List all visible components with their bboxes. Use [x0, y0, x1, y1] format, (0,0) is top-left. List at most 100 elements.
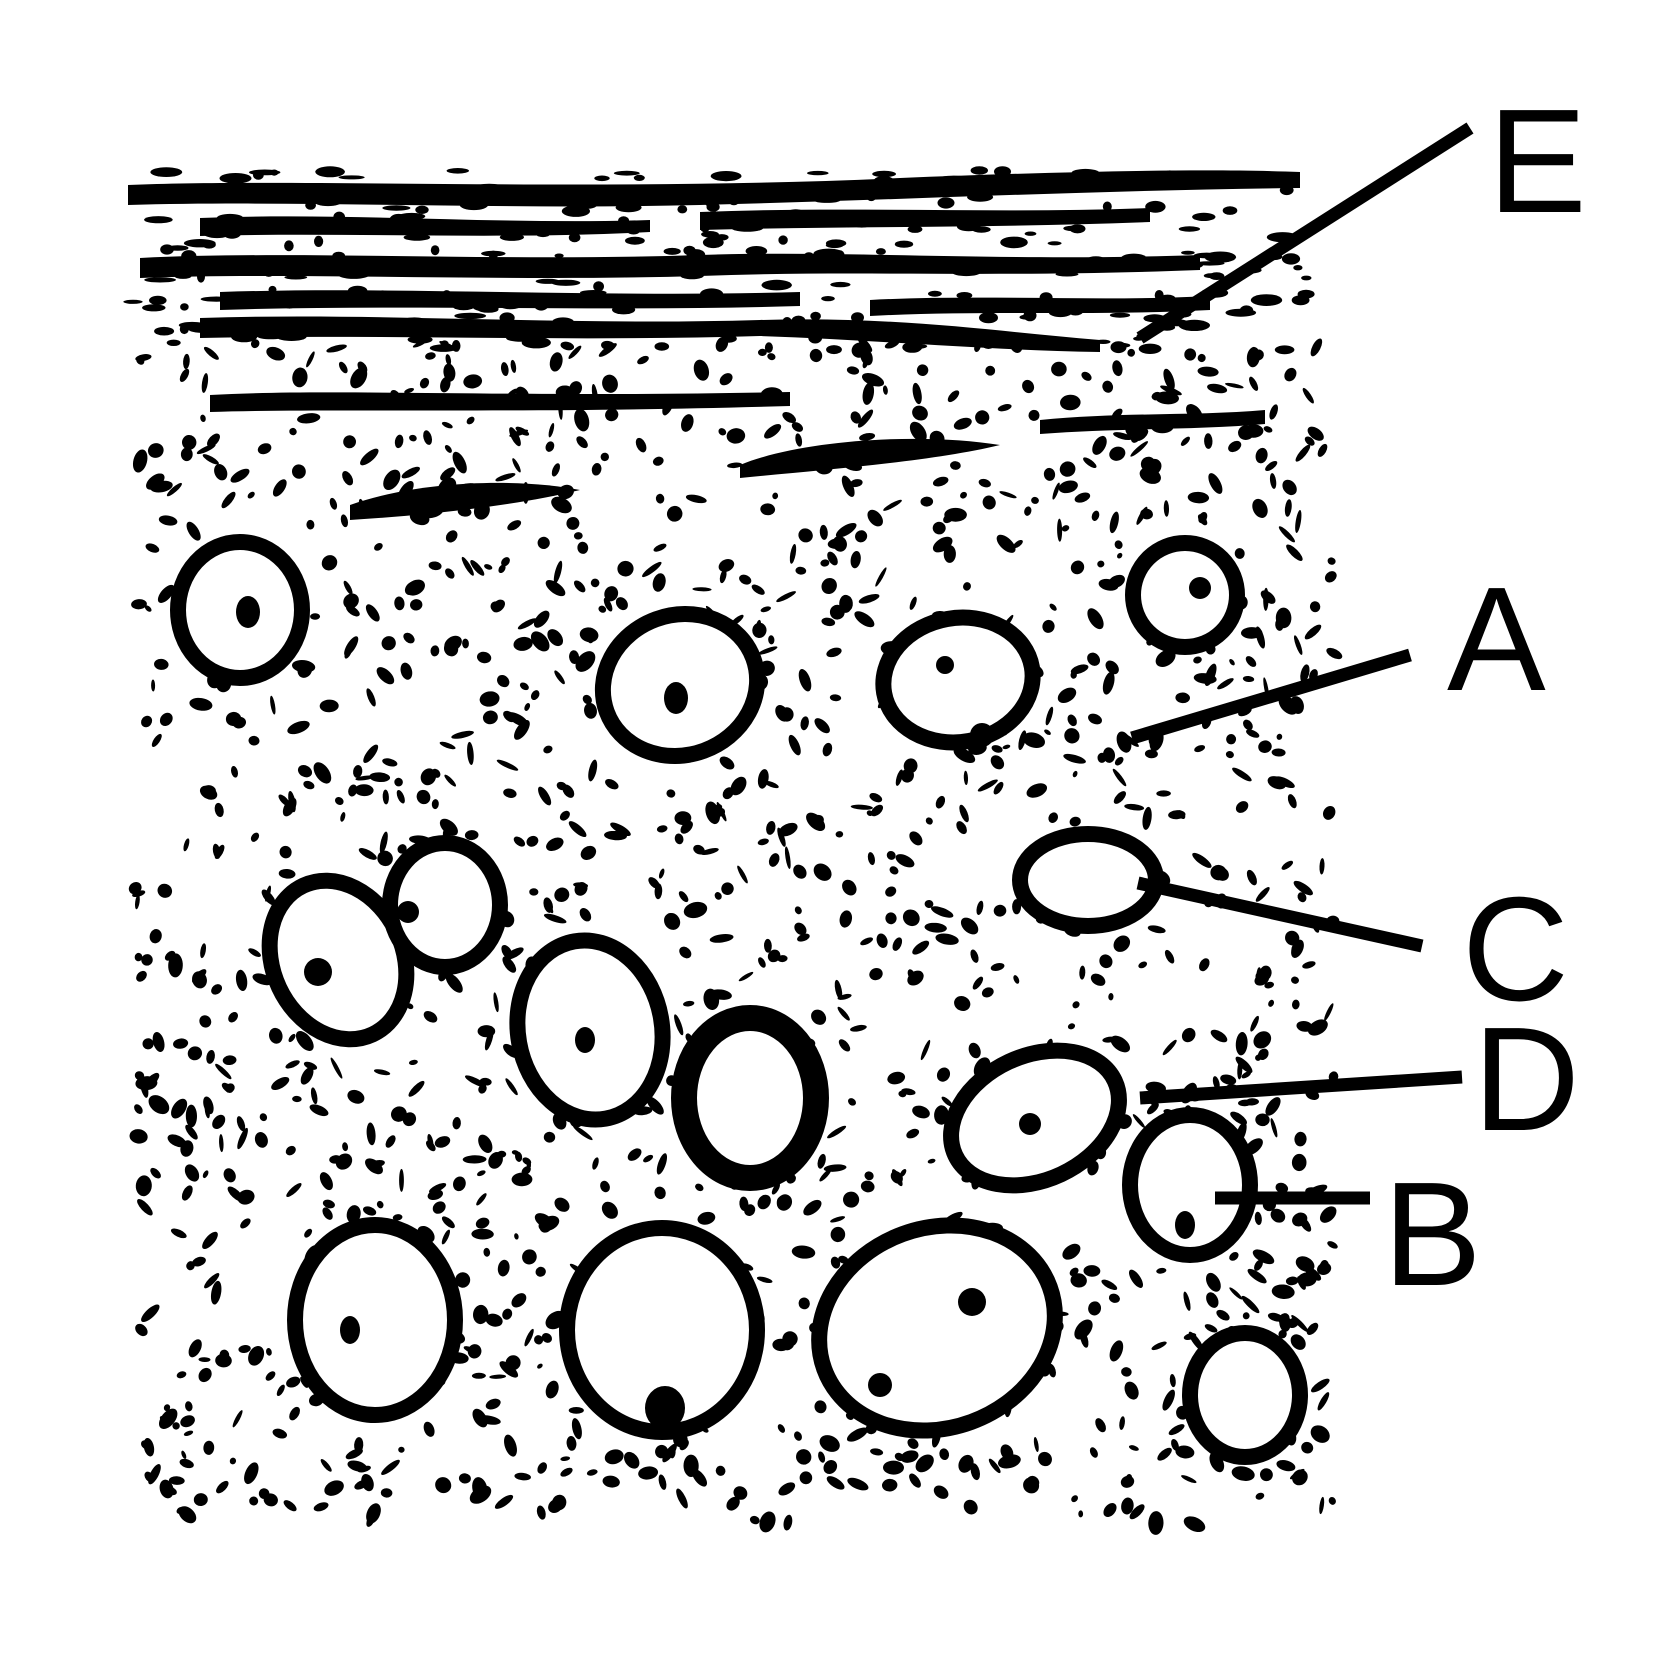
speckle [511, 1150, 519, 1155]
speckle [306, 519, 315, 530]
speckle [152, 1032, 165, 1052]
speckle [1129, 1504, 1145, 1520]
speckle [148, 1464, 161, 1485]
fiber-band [200, 316, 1100, 352]
speckle [654, 883, 663, 900]
speckle [481, 250, 506, 257]
speckle [428, 561, 442, 571]
speckle [1255, 447, 1268, 464]
speckle [292, 1095, 302, 1103]
speckle [1070, 1273, 1087, 1288]
speckle [1121, 1367, 1132, 1377]
speckle [526, 835, 539, 847]
fiber-spindle [740, 438, 1000, 478]
speckle [148, 1095, 170, 1115]
speckle [441, 1216, 455, 1229]
speckle [959, 804, 969, 823]
speckle [214, 464, 228, 481]
speckle [184, 1164, 200, 1182]
speckle [466, 416, 475, 425]
speckle [1156, 790, 1171, 797]
speckle [271, 1077, 290, 1090]
speckle [1204, 663, 1217, 686]
speckle [383, 469, 401, 490]
speckle [132, 890, 146, 898]
speckle [198, 1357, 211, 1363]
speckle [1102, 747, 1116, 763]
speckle [1102, 201, 1112, 212]
speckle [764, 780, 779, 789]
speckle [602, 1475, 620, 1488]
speckle [823, 1459, 838, 1475]
speckle [1224, 382, 1244, 389]
speckle [1309, 601, 1321, 613]
speckle [145, 543, 160, 553]
speckle [295, 1031, 314, 1051]
speckle [776, 591, 796, 603]
speckle [1112, 768, 1127, 787]
speckle [709, 934, 734, 943]
speckle [837, 1006, 850, 1021]
speckle [357, 1465, 371, 1473]
speckle [502, 956, 517, 973]
speckle [329, 497, 338, 510]
speckle [895, 769, 904, 786]
nucleolus [664, 682, 688, 714]
speckle [1138, 961, 1148, 969]
speckle [314, 235, 324, 247]
speckle [199, 785, 218, 800]
speckle [230, 468, 250, 483]
speckle [132, 449, 148, 473]
label-a: A [1447, 557, 1546, 722]
speckle [890, 1170, 903, 1184]
speckle [137, 1198, 153, 1216]
speckle [355, 775, 374, 781]
speckle [763, 938, 772, 953]
leader-line-c [1136, 876, 1424, 953]
speckle [346, 1205, 361, 1224]
speckle [427, 1133, 434, 1149]
speckle [471, 1228, 494, 1240]
speckle [1079, 1330, 1089, 1348]
speckle [1070, 664, 1089, 675]
speckle [777, 827, 786, 847]
speckle [586, 627, 595, 644]
speckle [933, 1485, 949, 1499]
speckle [1090, 973, 1106, 986]
speckle [930, 906, 954, 918]
speckle [1287, 794, 1297, 809]
speckle [342, 1142, 349, 1152]
speckle [1026, 783, 1048, 798]
speckle [777, 1424, 786, 1433]
speckle [1130, 441, 1149, 457]
speckle [761, 279, 792, 291]
speckle [850, 411, 862, 424]
speckle [150, 167, 183, 178]
speckle [569, 381, 583, 396]
speckle [141, 1304, 160, 1323]
speckle [1319, 1260, 1330, 1274]
speckle [1145, 200, 1166, 213]
speckle [683, 901, 708, 919]
speckle [284, 240, 294, 252]
speckle [1265, 1097, 1281, 1116]
speckle [398, 212, 426, 220]
speckle [1278, 526, 1295, 543]
speckle [409, 434, 417, 442]
speckle [441, 421, 453, 429]
speckle [1242, 1312, 1250, 1320]
speckle [342, 471, 354, 486]
speckle [203, 346, 219, 360]
speckle [794, 906, 802, 915]
nucleolus [868, 1373, 892, 1397]
speckle [266, 1348, 272, 1356]
speckle [1022, 379, 1035, 394]
speckle [1071, 1495, 1078, 1503]
speckle [1209, 272, 1225, 280]
speckle [1319, 1206, 1337, 1223]
speckle [1225, 308, 1257, 317]
speckle [485, 1398, 501, 1410]
speckle [483, 1247, 491, 1257]
speckle [827, 538, 846, 549]
speckle [604, 1449, 624, 1465]
